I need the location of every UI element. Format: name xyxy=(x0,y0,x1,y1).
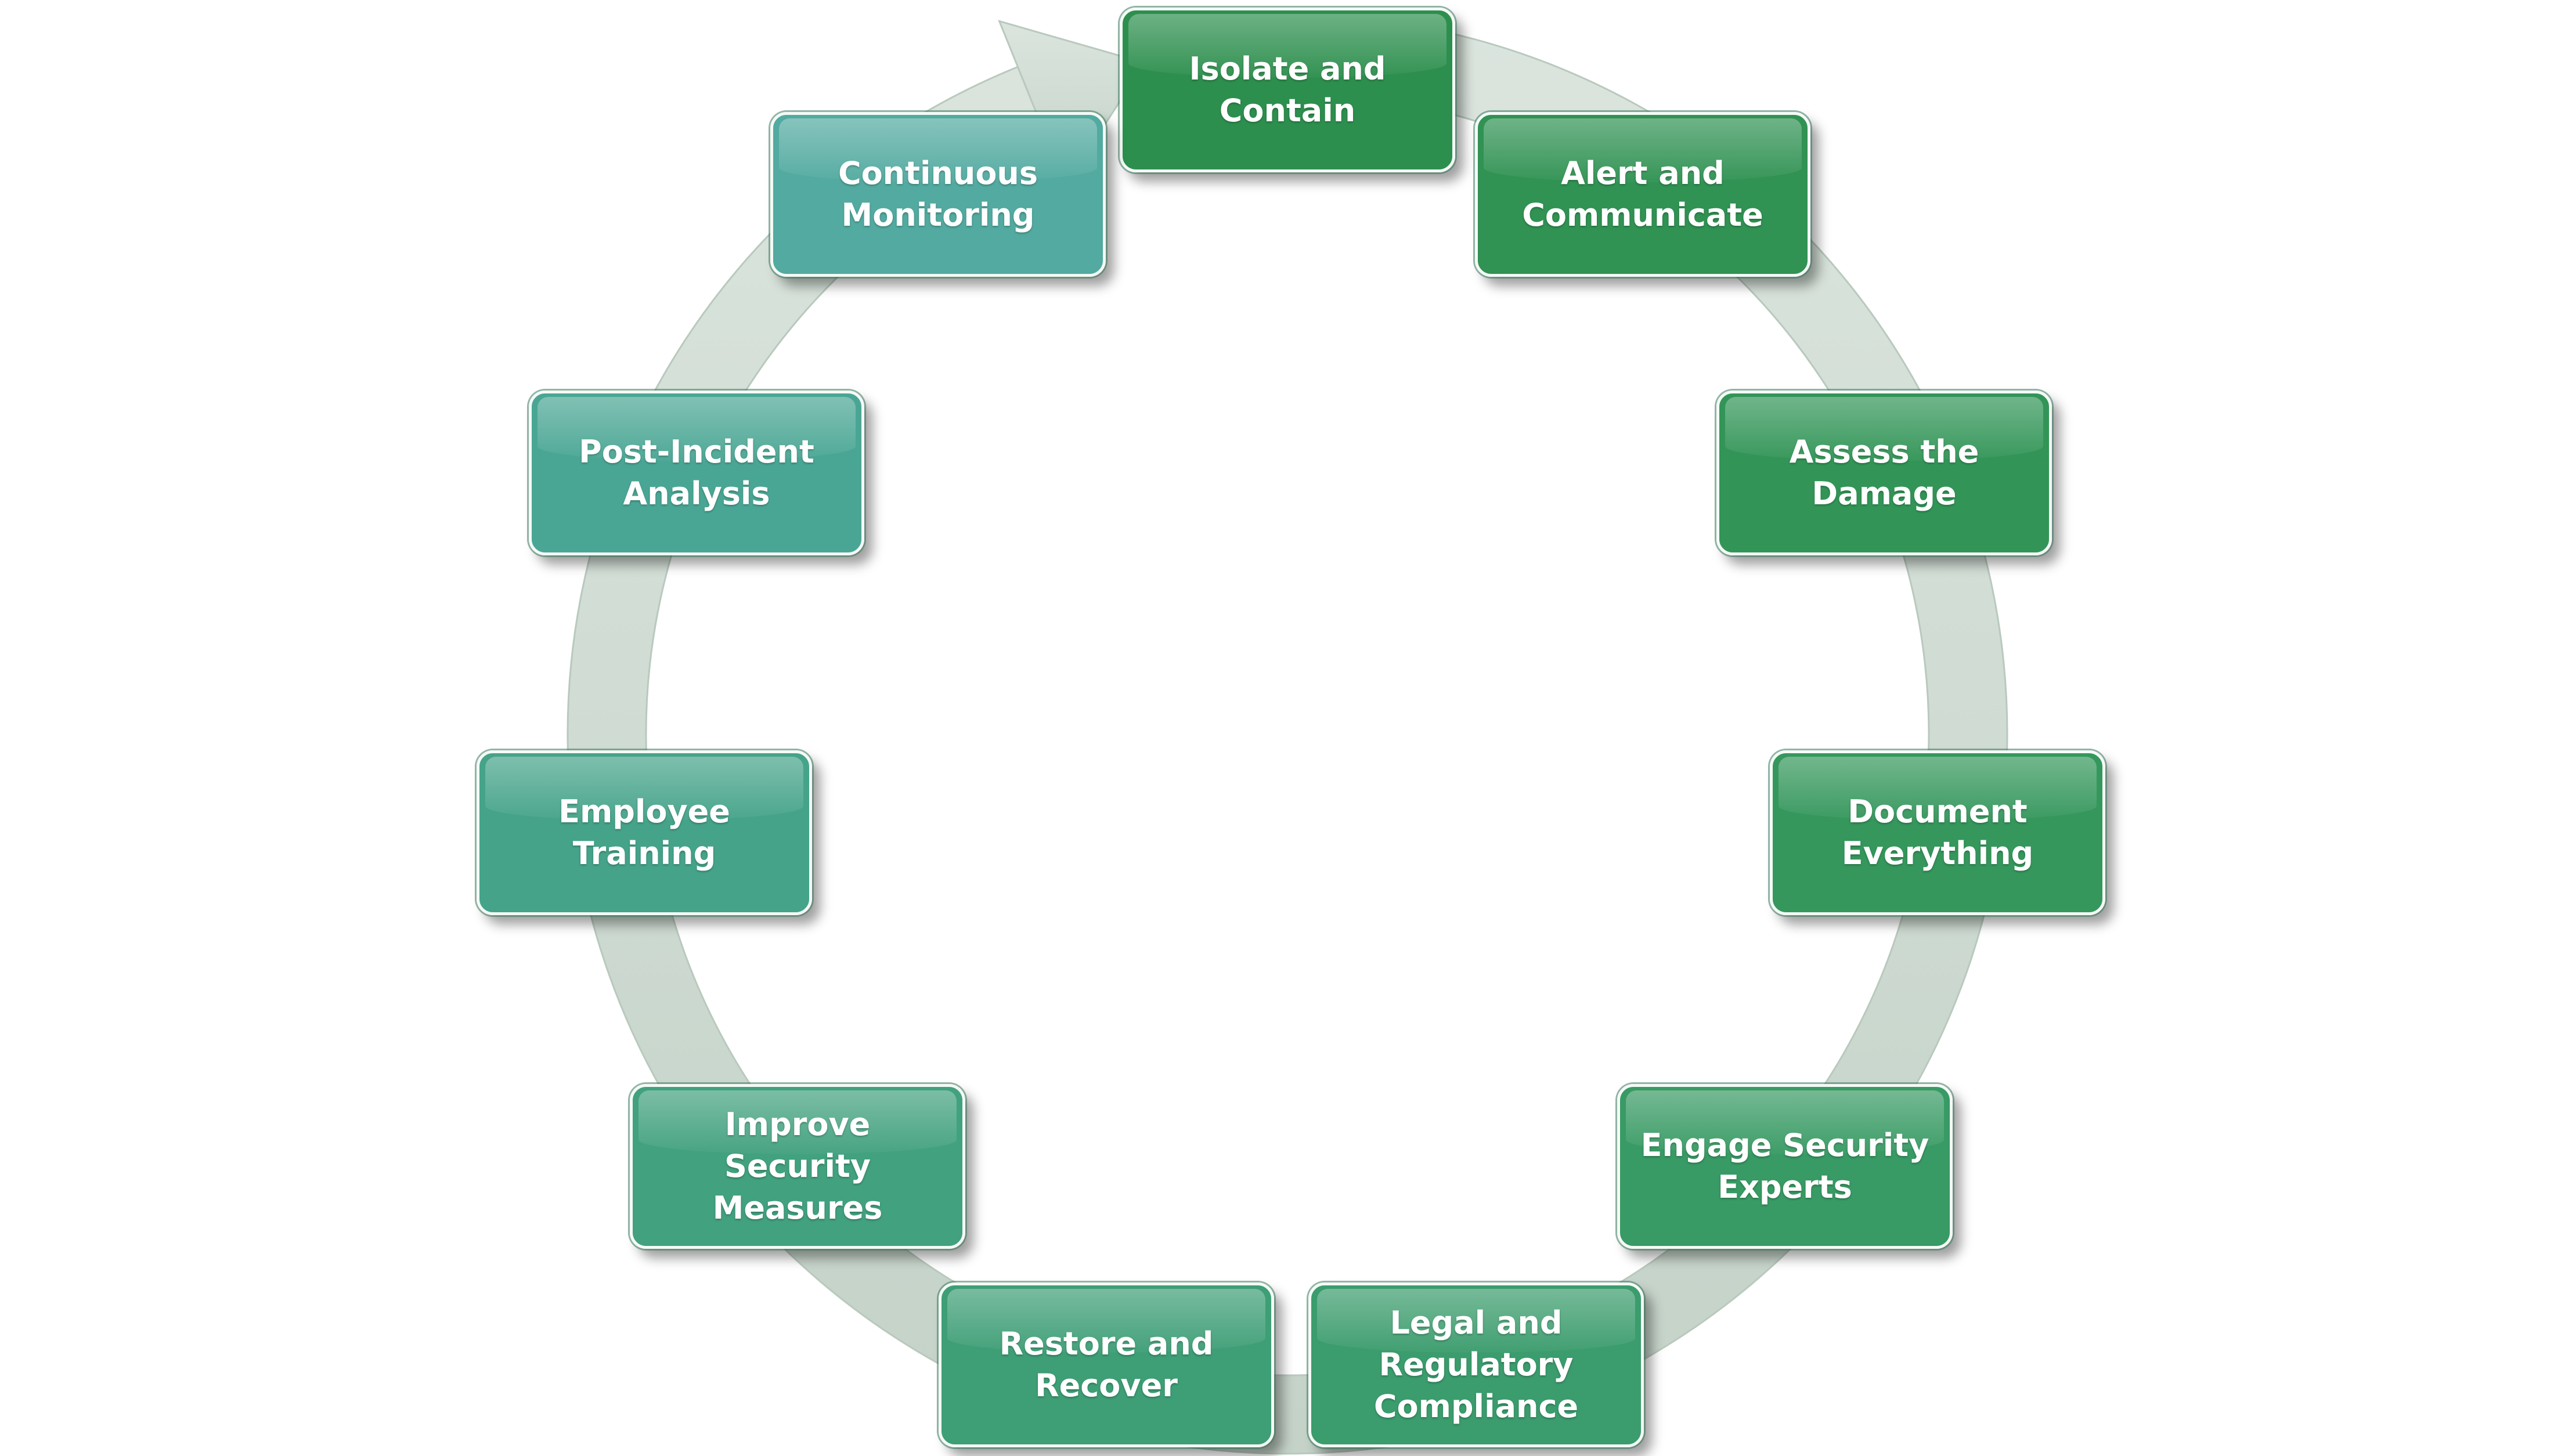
cycle-step-label: Engage Security Experts xyxy=(1640,1127,1929,1205)
cycle-step-label: Document Everything xyxy=(1841,793,2034,872)
cycle-step-box[interactable]: Alert and Communicate xyxy=(1475,112,1810,277)
cycle-step-box[interactable]: Engage Security Experts xyxy=(1617,1084,1953,1249)
cycle-step-box[interactable]: Post-Incident Analysis xyxy=(529,391,864,555)
cycle-step-box[interactable]: Assess the Damage xyxy=(1716,391,2052,555)
cycle-step-label: Post-Incident Analysis xyxy=(579,433,814,512)
cycle-step-label: Improve Security Measures xyxy=(712,1106,883,1226)
cycle-step-label: Employee Training xyxy=(558,793,730,872)
cycle-step-box[interactable]: Continuous Monitoring xyxy=(770,112,1106,277)
cycle-step-box[interactable]: Improve Security Measures xyxy=(630,1084,965,1249)
cycle-step-label: Legal and Regulatory Compliance xyxy=(1373,1305,1579,1425)
cycle-step-label: Continuous Monitoring xyxy=(838,155,1038,233)
cycle-step-label: Alert and Communicate xyxy=(1522,155,1763,233)
cycle-step-box[interactable]: Employee Training xyxy=(477,750,812,915)
cycle-step-label: Isolate and Contain xyxy=(1189,50,1386,129)
cycle-step-box[interactable]: Restore and Recover xyxy=(939,1282,1274,1447)
cycle-step-box[interactable]: Document Everything xyxy=(1770,750,2105,915)
cycle-step-box[interactable]: Legal and Regulatory Compliance xyxy=(1308,1282,1644,1447)
cycle-step-label: Restore and Recover xyxy=(999,1325,1214,1404)
cycle-step-box[interactable]: Isolate and Contain xyxy=(1120,8,1455,172)
cycle-step-label: Assess the Damage xyxy=(1789,433,1979,512)
